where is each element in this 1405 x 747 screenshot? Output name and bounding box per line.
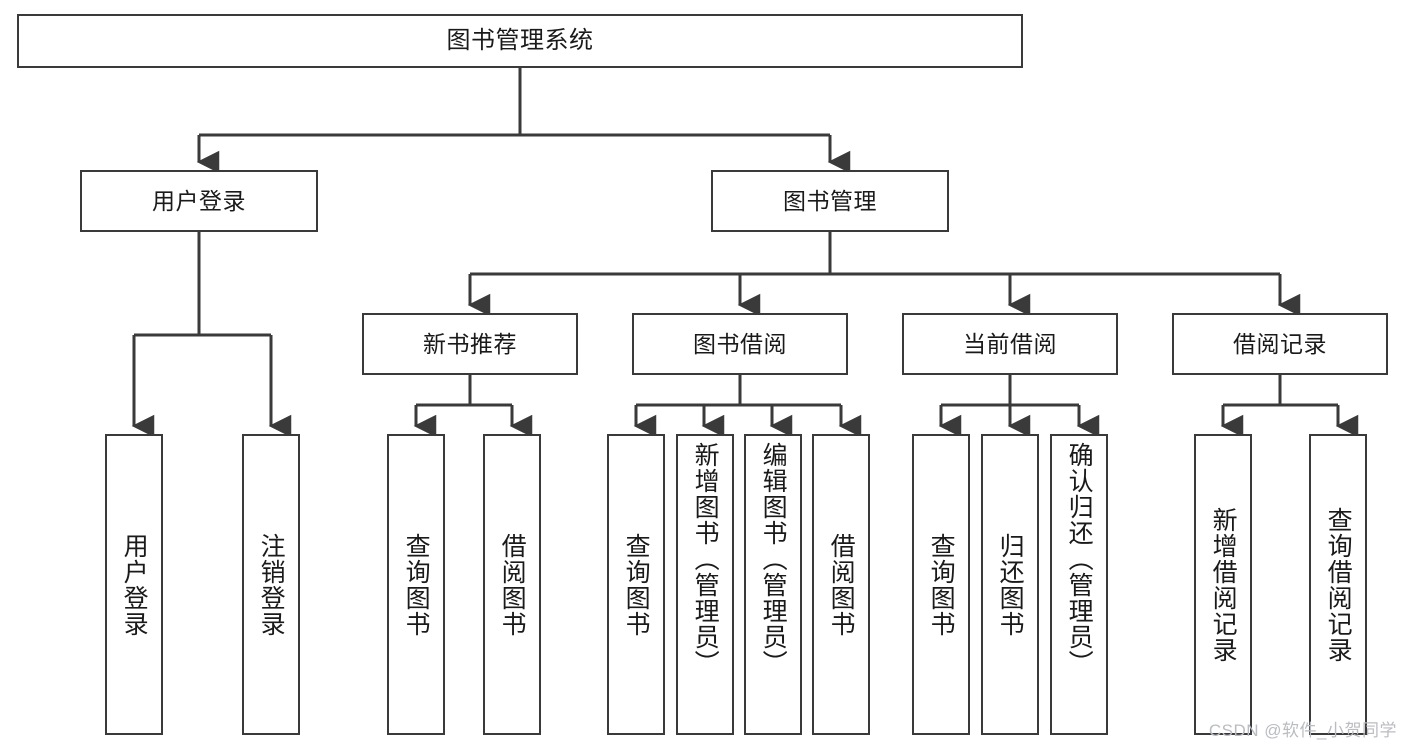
node-label: 查询图书 xyxy=(402,532,431,637)
leaf-borrow-borrow-book[interactable]: 借阅图书 xyxy=(812,434,870,735)
node-label: 用户登录 xyxy=(152,187,246,214)
leaf-borrow-add-book-admin[interactable]: 新增图书（管理员） xyxy=(676,434,734,735)
node-user-login[interactable]: 用户登录 xyxy=(80,170,318,232)
node-label: 图书管理系统 xyxy=(446,27,594,55)
node-label: 图书借阅 xyxy=(693,330,787,357)
leaf-borrow-query-book[interactable]: 查询图书 xyxy=(607,434,665,735)
node-book-management[interactable]: 图书管理 xyxy=(711,170,949,232)
leaf-user-login-login[interactable]: 用户登录 xyxy=(105,434,163,735)
leaf-borrow-edit-book-admin[interactable]: 编辑图书（管理员） xyxy=(744,434,802,735)
node-label: 新增图书（管理员） xyxy=(691,442,720,676)
node-label: 借阅图书 xyxy=(827,532,856,637)
node-label: 查询图书 xyxy=(622,532,651,637)
node-label: 用户登录 xyxy=(120,532,149,637)
leaf-record-add-borrow-record[interactable]: 新增借阅记录 xyxy=(1194,434,1252,735)
leaf-record-query-borrow-record[interactable]: 查询借阅记录 xyxy=(1309,434,1367,735)
node-label: 借阅图书 xyxy=(498,532,527,637)
watermark: CSDN @软件_小贺同学 xyxy=(1208,721,1397,740)
node-label: 归还图书 xyxy=(996,532,1025,637)
leaf-current-confirm-return-admin[interactable]: 确认归还（管理员） xyxy=(1050,434,1108,735)
node-label: 借阅记录 xyxy=(1233,330,1327,357)
leaf-user-login-logout[interactable]: 注销登录 xyxy=(242,434,300,735)
node-label: 确认归还（管理员） xyxy=(1065,442,1094,676)
node-label: 新增借阅记录 xyxy=(1209,506,1238,663)
node-new-book-recommend[interactable]: 新书推荐 xyxy=(362,313,578,375)
node-label: 查询借阅记录 xyxy=(1324,506,1353,663)
leaf-recommend-query-book[interactable]: 查询图书 xyxy=(387,434,445,735)
node-label: 图书管理 xyxy=(783,187,877,214)
node-borrow-record[interactable]: 借阅记录 xyxy=(1172,313,1388,375)
node-label: 查询图书 xyxy=(927,532,956,637)
node-label: 注销登录 xyxy=(257,532,286,637)
node-root-system[interactable]: 图书管理系统 xyxy=(17,14,1023,68)
node-label: 新书推荐 xyxy=(423,330,517,357)
leaf-current-query-book[interactable]: 查询图书 xyxy=(912,434,970,735)
node-label: 编辑图书（管理员） xyxy=(759,442,788,676)
node-current-borrow[interactable]: 当前借阅 xyxy=(902,313,1118,375)
leaf-recommend-borrow-book[interactable]: 借阅图书 xyxy=(483,434,541,735)
node-label: 当前借阅 xyxy=(963,330,1057,357)
node-book-borrow[interactable]: 图书借阅 xyxy=(632,313,848,375)
leaf-current-return-book[interactable]: 归还图书 xyxy=(981,434,1039,735)
